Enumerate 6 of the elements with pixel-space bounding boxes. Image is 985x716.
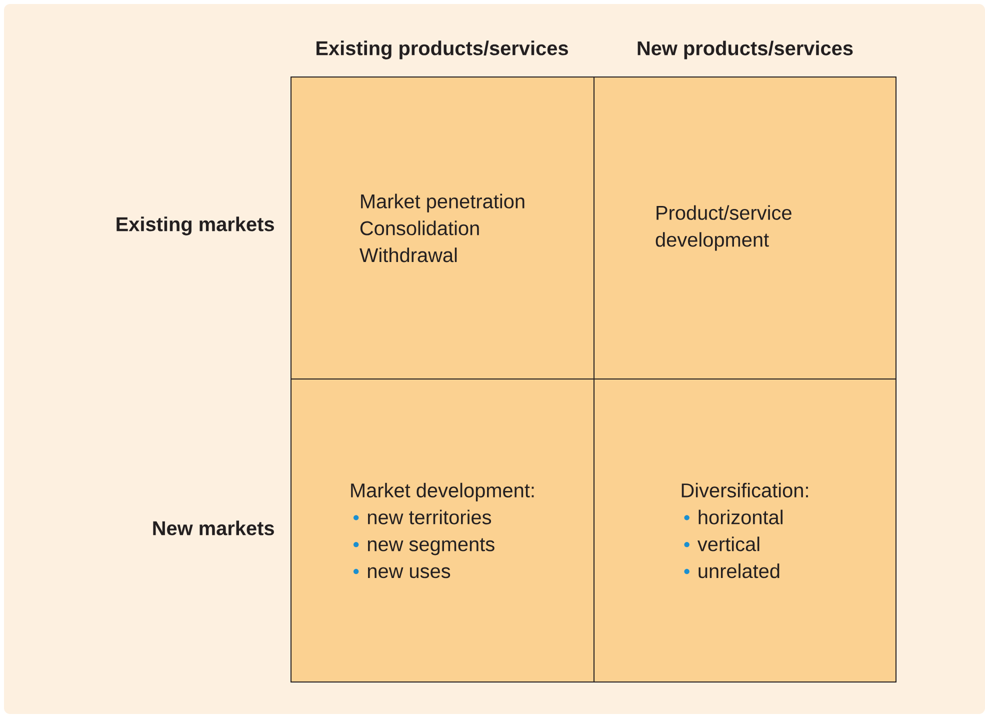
quadrant-box: Diversification: horizontal vertical unrelated bbox=[594, 378, 896, 682]
quadrant-box: Market development: new territories new segments new uses bbox=[290, 378, 594, 682]
quadrant-box: Market penetration Consolidation Withdrawal bbox=[290, 76, 594, 380]
column-header: Existing products/services bbox=[316, 40, 568, 60]
column-header: New products/services bbox=[638, 40, 853, 60]
quadrant-box: Product/service development bbox=[594, 76, 896, 380]
